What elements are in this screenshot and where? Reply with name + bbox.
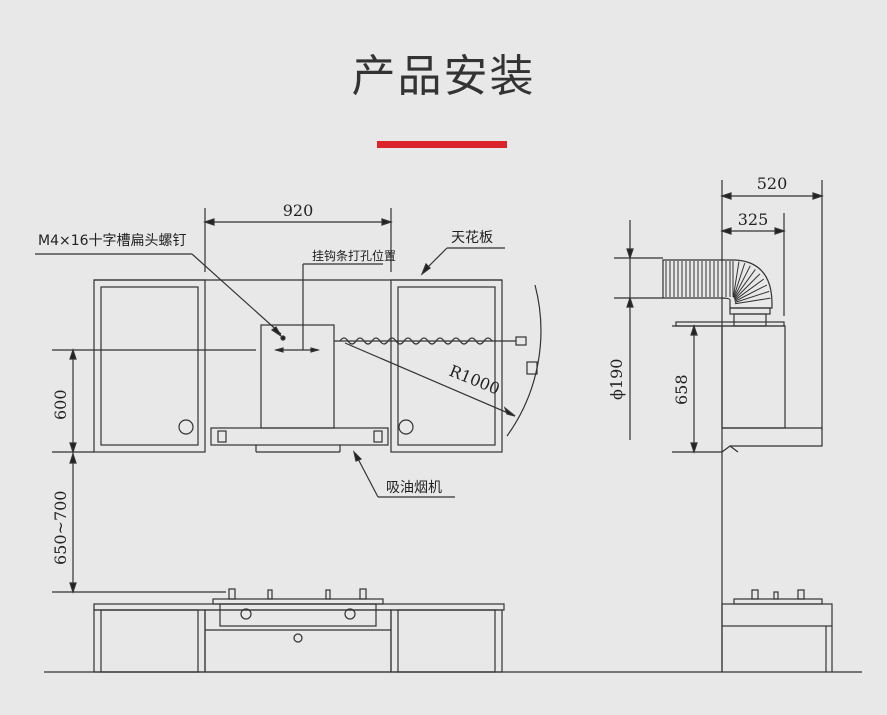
right-wall-cabinet: [390, 279, 503, 453]
range-hood-front: [210, 324, 389, 453]
dim-658-lines: [672, 324, 722, 454]
duct-rib: [733, 262, 746, 298]
dim-600-text: 600: [51, 389, 70, 420]
dim-diameter-text: ϕ190: [607, 359, 626, 400]
dim-658-text: 658: [672, 374, 691, 405]
hood-leader: [355, 454, 379, 498]
exhaust-hose-coil: [334, 336, 538, 375]
dim-diameter-lines: [614, 220, 663, 440]
dim-600-lines: [52, 348, 256, 454]
left-wall-cabinet: [93, 279, 206, 453]
duct-rib: [733, 265, 751, 299]
swing-arc: [506, 284, 542, 437]
radius-arrowhead: [503, 406, 516, 417]
duct-rib: [734, 278, 765, 301]
ceiling-label: 天花板: [451, 230, 493, 246]
radius-line: [344, 342, 516, 417]
duct-rib: [734, 290, 770, 304]
dim-520-text: 520: [757, 174, 788, 193]
page-title: 产品安装: [351, 51, 536, 102]
hook-position-label: 挂钩条打孔位置: [312, 248, 396, 263]
dim-920-lines: [203, 208, 393, 272]
range-hood-side: [675, 321, 823, 453]
gas-stove: [212, 588, 384, 627]
dim-325-lines: [720, 213, 786, 316]
dim-520-lines: [720, 180, 824, 430]
dim-650-700-text: 650~700: [51, 491, 70, 565]
title-accent-bar: [377, 141, 507, 148]
kitchen-counter-side: [721, 589, 833, 672]
duct-rib: [732, 261, 740, 298]
dim-650-700-lines: [52, 452, 226, 594]
dim-325-text: 325: [738, 210, 769, 229]
kitchen-counter-front: [44, 603, 862, 673]
flex-duct-elbow: [662, 259, 773, 327]
dim-920-text: 920: [283, 201, 314, 220]
radius-label: R1000: [447, 361, 503, 398]
duct-rib: [733, 269, 756, 299]
duct-rib: [734, 297, 771, 305]
screw-leader-diag: [191, 253, 282, 335]
duct-rib: [734, 284, 768, 302]
duct-rib: [734, 273, 761, 300]
hood-label: 吸油烟机: [386, 480, 442, 496]
screw-label: M4×16十字槽扁头螺钉: [38, 233, 187, 249]
